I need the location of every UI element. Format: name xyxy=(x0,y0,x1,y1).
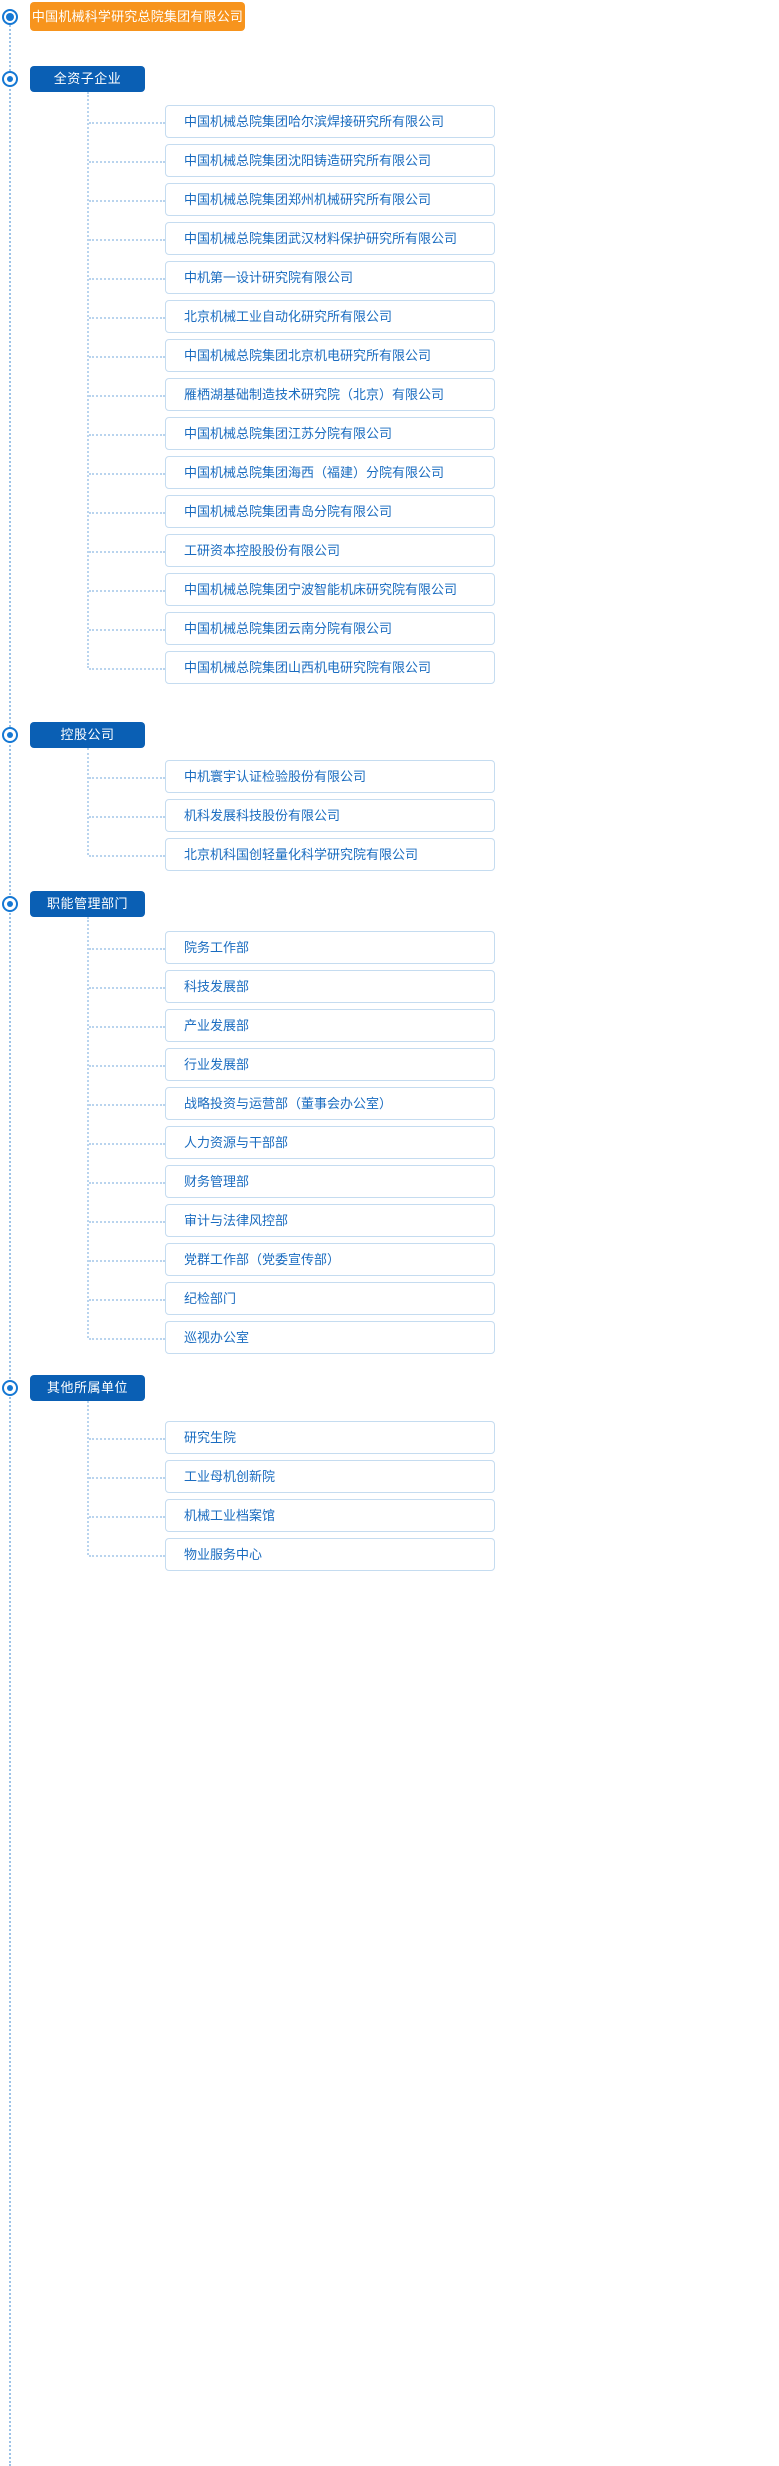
root-org-badge[interactable]: 中国机械科学研究总院集团有限公司 xyxy=(30,2,245,31)
connector-line xyxy=(89,473,165,475)
org-item-box[interactable]: 北京机械工业自动化研究所有限公司 xyxy=(165,300,495,333)
org-item-box[interactable]: 北京机科国创轻量化科学研究院有限公司 xyxy=(165,838,495,871)
connector-line xyxy=(89,629,165,631)
connector-line xyxy=(89,855,165,857)
org-item-box[interactable]: 中国机械总院集团宁波智能机床研究院有限公司 xyxy=(165,573,495,606)
org-item-box[interactable]: 工业母机创新院 xyxy=(165,1460,495,1493)
org-item-box[interactable]: 中国机械总院集团北京机电研究所有限公司 xyxy=(165,339,495,372)
radio-node-icon-other-affiliated-units xyxy=(2,1380,18,1396)
org-item-box[interactable]: 人力资源与干部部 xyxy=(165,1126,495,1159)
org-item-box[interactable]: 中国机械总院集团海西（福建）分院有限公司 xyxy=(165,456,495,489)
connector-line xyxy=(89,1143,165,1145)
connector-line xyxy=(89,356,165,358)
category-badge-wholly-owned-subsidiaries[interactable]: 全资子企业 xyxy=(30,66,145,92)
org-item-box[interactable]: 财务管理部 xyxy=(165,1165,495,1198)
org-item-box[interactable]: 机科发展科技股份有限公司 xyxy=(165,799,495,832)
connector-line xyxy=(89,948,165,950)
org-item-box[interactable]: 中国机械总院集团沈阳铸造研究所有限公司 xyxy=(165,144,495,177)
connector-line xyxy=(89,777,165,779)
org-item-box[interactable]: 研究生院 xyxy=(165,1421,495,1454)
category-badge-other-affiliated-units[interactable]: 其他所属单位 xyxy=(30,1375,145,1401)
org-item-box[interactable]: 中国机械总院集团山西机电研究院有限公司 xyxy=(165,651,495,684)
org-item-box[interactable]: 科技发展部 xyxy=(165,970,495,1003)
category-badge-holding-companies[interactable]: 控股公司 xyxy=(30,722,145,748)
radio-node-icon-root xyxy=(2,9,18,25)
org-item-box[interactable]: 中国机械总院集团青岛分院有限公司 xyxy=(165,495,495,528)
org-item-box[interactable]: 中国机械总院集团哈尔滨焊接研究所有限公司 xyxy=(165,105,495,138)
radio-node-icon-wholly-owned-subsidiaries xyxy=(2,71,18,87)
connector-line xyxy=(89,1065,165,1067)
org-item-box[interactable]: 中国机械总院集团云南分院有限公司 xyxy=(165,612,495,645)
connector-line xyxy=(89,200,165,202)
org-item-box[interactable]: 院务工作部 xyxy=(165,931,495,964)
org-item-box[interactable]: 党群工作部（党委宣传部） xyxy=(165,1243,495,1276)
org-item-box[interactable]: 中机寰宇认证检验股份有限公司 xyxy=(165,760,495,793)
connector-line xyxy=(89,1260,165,1262)
org-item-box[interactable]: 机械工业档案馆 xyxy=(165,1499,495,1532)
connector-line xyxy=(89,1104,165,1106)
connector-line xyxy=(89,1338,165,1340)
branch-spine-holding-companies xyxy=(87,748,89,855)
org-item-box[interactable]: 巡视办公室 xyxy=(165,1321,495,1354)
connector-line xyxy=(89,239,165,241)
radio-node-icon-holding-companies xyxy=(2,727,18,743)
connector-line xyxy=(89,278,165,280)
org-item-box[interactable]: 战略投资与运营部（董事会办公室） xyxy=(165,1087,495,1120)
connector-line xyxy=(89,122,165,124)
org-item-box[interactable]: 工研资本控股股份有限公司 xyxy=(165,534,495,567)
org-item-box[interactable]: 雁栖湖基础制造技术研究院（北京）有限公司 xyxy=(165,378,495,411)
branch-spine-functional-departments xyxy=(87,917,89,1338)
connector-line xyxy=(89,1438,165,1440)
org-item-box[interactable]: 产业发展部 xyxy=(165,1009,495,1042)
connector-line xyxy=(89,1299,165,1301)
org-item-box[interactable]: 中国机械总院集团武汉材料保护研究所有限公司 xyxy=(165,222,495,255)
branch-spine-wholly-owned-subsidiaries xyxy=(87,92,89,668)
connector-line xyxy=(89,590,165,592)
connector-line xyxy=(89,317,165,319)
connector-line xyxy=(89,1182,165,1184)
org-item-box[interactable]: 纪检部门 xyxy=(165,1282,495,1315)
radio-node-icon-functional-departments xyxy=(2,896,18,912)
branch-spine-other-affiliated-units xyxy=(87,1401,89,1555)
connector-line xyxy=(89,434,165,436)
org-item-box[interactable]: 物业服务中心 xyxy=(165,1538,495,1571)
connector-line xyxy=(89,551,165,553)
org-item-box[interactable]: 中机第一设计研究院有限公司 xyxy=(165,261,495,294)
connector-line xyxy=(89,1477,165,1479)
connector-line xyxy=(89,1516,165,1518)
org-item-box[interactable]: 审计与法律风控部 xyxy=(165,1204,495,1237)
connector-line xyxy=(89,512,165,514)
connector-line xyxy=(89,1026,165,1028)
org-item-box[interactable]: 行业发展部 xyxy=(165,1048,495,1081)
main-trunk-line xyxy=(9,14,11,2466)
connector-line xyxy=(89,161,165,163)
connector-line xyxy=(89,395,165,397)
connector-line xyxy=(89,987,165,989)
connector-line xyxy=(89,816,165,818)
org-item-box[interactable]: 中国机械总院集团江苏分院有限公司 xyxy=(165,417,495,450)
org-item-box[interactable]: 中国机械总院集团郑州机械研究所有限公司 xyxy=(165,183,495,216)
category-badge-functional-departments[interactable]: 职能管理部门 xyxy=(30,891,145,917)
connector-line xyxy=(89,1555,165,1557)
connector-line xyxy=(89,1221,165,1223)
connector-line xyxy=(89,668,165,670)
